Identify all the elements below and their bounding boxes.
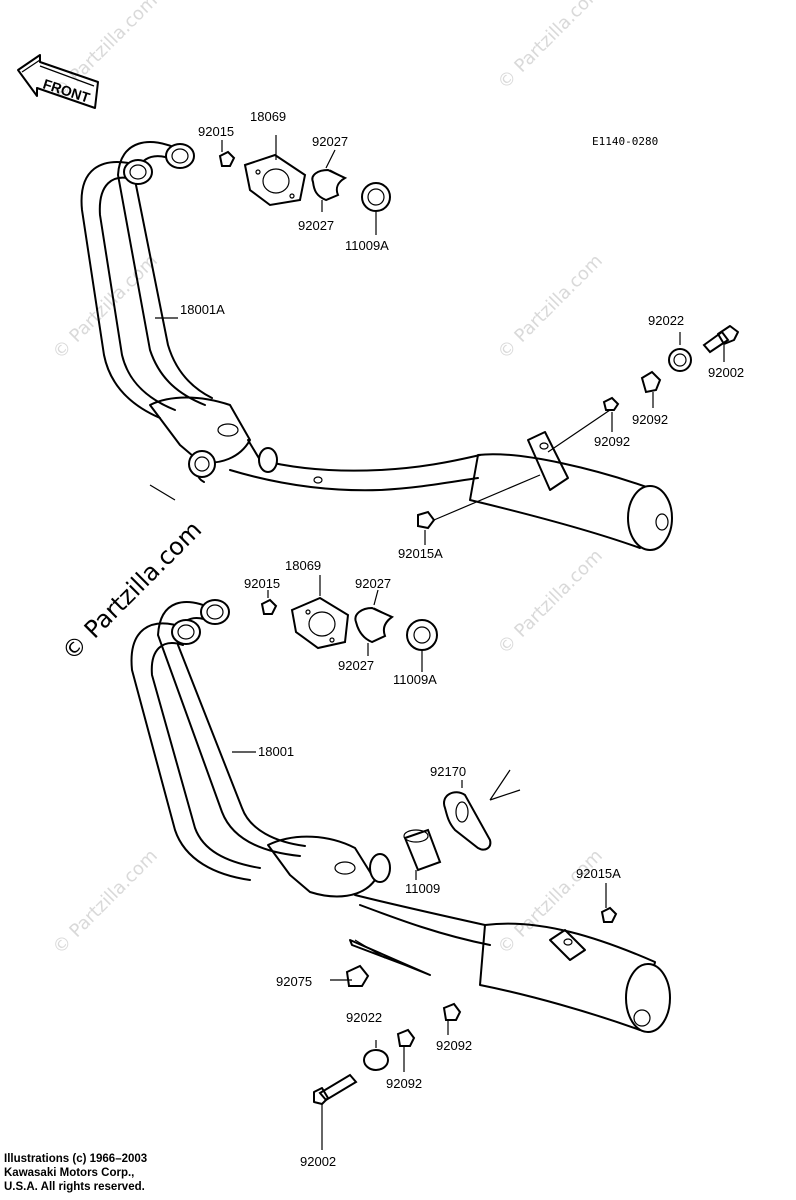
label-92092: 92092	[632, 412, 668, 427]
label-92092: 92092	[436, 1038, 472, 1053]
label-18001: 18001	[258, 744, 294, 759]
label-92015A: 92015A	[576, 866, 621, 881]
label-11009A: 11009A	[393, 672, 437, 687]
collar-92022	[363, 1049, 389, 1071]
label-92075: 92075	[276, 974, 312, 989]
label-92092: 92092	[594, 434, 630, 449]
label-92027: 92027	[298, 218, 334, 233]
gasket-18069	[290, 596, 350, 650]
upper-assembly: 92015 18069 92027 92027 11009A 18001A 92…	[80, 109, 744, 561]
nut-92015	[260, 598, 278, 615]
label-18069: 18069	[250, 109, 286, 124]
label-92027: 92027	[312, 134, 348, 149]
ring-11009A	[406, 619, 438, 651]
label-92002: 92002	[300, 1154, 336, 1169]
watermark: © Partzilla.com	[494, 250, 607, 363]
nut-92015	[218, 150, 236, 167]
watermark: © Partzilla.com	[494, 545, 607, 658]
label-92015: 92015	[198, 124, 234, 139]
label-92170: 92170	[430, 764, 466, 779]
nut-92015A	[600, 906, 618, 923]
ring-11009A	[361, 182, 391, 212]
collar-92022	[668, 348, 692, 372]
damper-92075	[345, 964, 370, 987]
label-11009: 11009	[405, 881, 440, 896]
label-92022: 92022	[648, 313, 684, 328]
gasket-18069	[243, 153, 307, 207]
label-18001A: 18001A	[180, 302, 225, 317]
nut-92015A	[417, 510, 436, 530]
label-92027: 92027	[355, 576, 391, 591]
muffler-upper	[469, 431, 673, 551]
header-pipe-18001	[130, 599, 491, 976]
copyright-line: U.S.A. All rights reserved.	[4, 1181, 145, 1193]
keeper-92027	[354, 606, 394, 644]
damper-92092	[640, 370, 662, 394]
copyright-line: Illustrations (c) 1966–2003	[4, 1153, 148, 1165]
label-92002: 92002	[708, 365, 744, 380]
damper-92092	[396, 1028, 416, 1047]
label-92015A: 92015A	[398, 546, 443, 561]
damper-92092	[602, 396, 620, 411]
label-92092: 92092	[386, 1076, 422, 1091]
watermark: © Partzilla.com	[494, 0, 607, 94]
reference-code: E1140-0280	[592, 135, 658, 148]
label-92022: 92022	[346, 1010, 382, 1025]
label-92015: 92015	[244, 576, 280, 591]
header-pipe-18001A	[80, 141, 481, 501]
damper-92092	[442, 1002, 462, 1021]
label-92027: 92027	[338, 658, 374, 673]
label-11009A: 11009A	[345, 238, 389, 253]
watermark: © Partzilla.com	[49, 250, 162, 363]
muffler-lower	[479, 922, 671, 1033]
bolt-92002	[318, 1073, 358, 1102]
watermark: © Partzilla.com	[49, 845, 162, 958]
sleeve-11009	[403, 828, 442, 872]
copyright-notice: Illustrations (c) 1966–2003 Kawasaki Mot…	[4, 1152, 147, 1194]
bolt-92002	[702, 330, 730, 354]
lower-assembly: 18069 92015 92027 92027 11009A 18001 921…	[130, 558, 671, 1169]
copyright-line: Kawasaki Motors Corp.,	[4, 1167, 135, 1179]
keeper-92027	[311, 168, 348, 202]
clamp-92170	[443, 791, 492, 851]
label-18069: 18069	[285, 558, 321, 573]
